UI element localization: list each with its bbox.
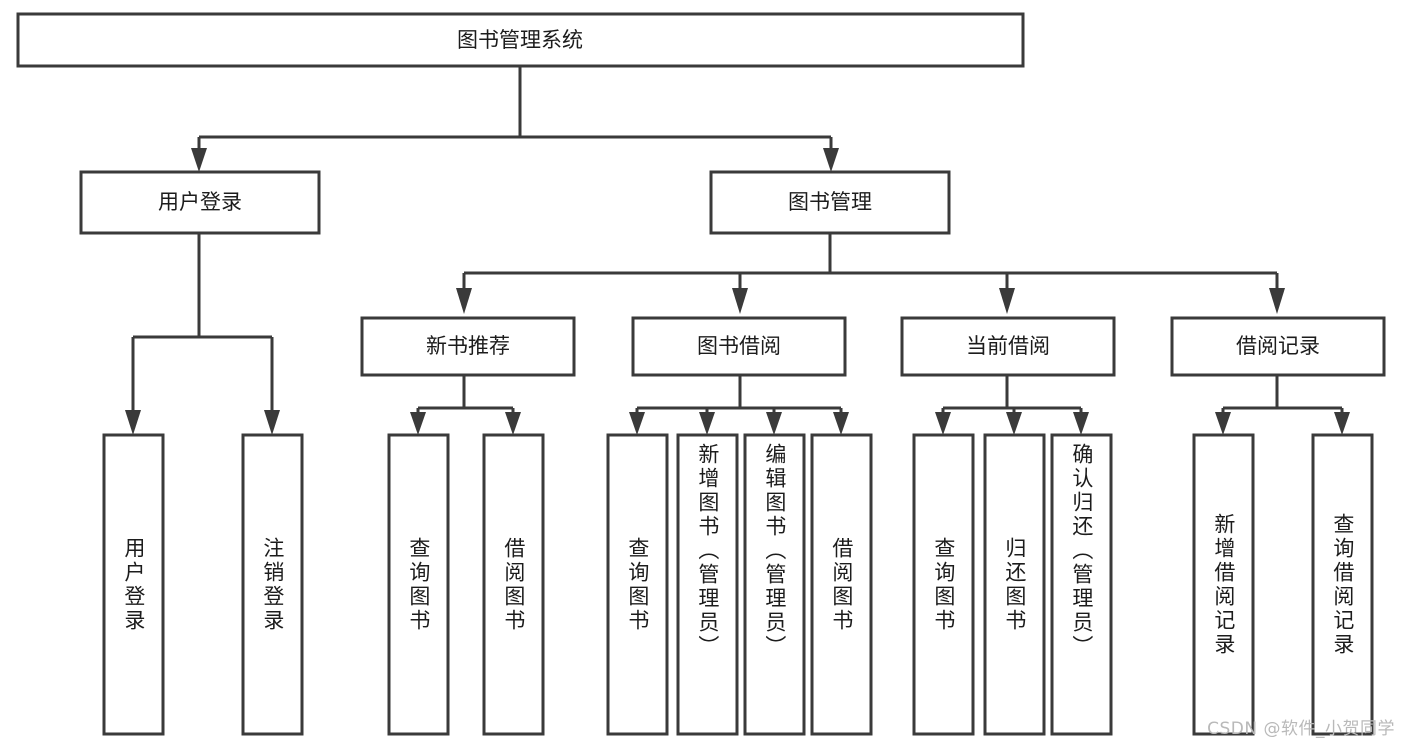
node-leaf-user-login-1[interactable] [241,433,304,736]
connector-recommend-to-leaves [410,375,521,435]
node-leaf-borrow-2[interactable] [743,433,806,736]
node-book-management-label: 图书管理 [788,190,872,214]
node-root[interactable]: 图书管理系统 [16,12,1025,68]
node-new-book-recommend-label: 新书推荐 [426,334,510,358]
node-leaf-current-0[interactable] [912,433,975,736]
connector-borrow-to-leaves [629,375,849,435]
connector-bookmgmt-to-level3 [456,233,1285,314]
node-borrow-record[interactable]: 借阅记录 [1170,316,1386,377]
node-leaf-recommend-1[interactable] [482,433,545,736]
node-leaf-record-0[interactable] [1192,433,1255,736]
node-book-borrow[interactable]: 图书借阅 [631,316,847,377]
watermark: CSDN @软件_小贺同学 [1207,719,1395,739]
connector-root-to-level2 [191,66,839,172]
node-root-label: 图书管理系统 [457,28,583,52]
node-user-login-label: 用户登录 [158,190,242,214]
node-current-borrow-label: 当前借阅 [966,334,1050,358]
connector-record-to-leaves [1215,375,1350,435]
node-leaf-current-1[interactable] [983,433,1046,736]
node-user-login[interactable]: 用户登录 [79,170,321,235]
node-leaf-recommend-0[interactable] [387,433,450,736]
connector-userlogin-to-leaves [125,233,280,435]
connector-current-to-leaves [935,375,1089,435]
node-borrow-record-label: 借阅记录 [1236,334,1320,358]
node-new-book-recommend[interactable]: 新书推荐 [360,316,576,377]
node-current-borrow[interactable]: 当前借阅 [900,316,1116,377]
node-leaf-borrow-0[interactable] [606,433,669,736]
node-leaf-borrow-1[interactable] [676,433,739,736]
node-leaf-user-login-0[interactable] [102,433,165,736]
node-leaf-borrow-3[interactable] [810,433,873,736]
node-leaf-current-2[interactable] [1050,433,1113,736]
node-book-borrow-label: 图书借阅 [697,334,781,358]
node-leaf-record-1[interactable] [1311,433,1374,736]
node-book-management[interactable]: 图书管理 [709,170,951,235]
